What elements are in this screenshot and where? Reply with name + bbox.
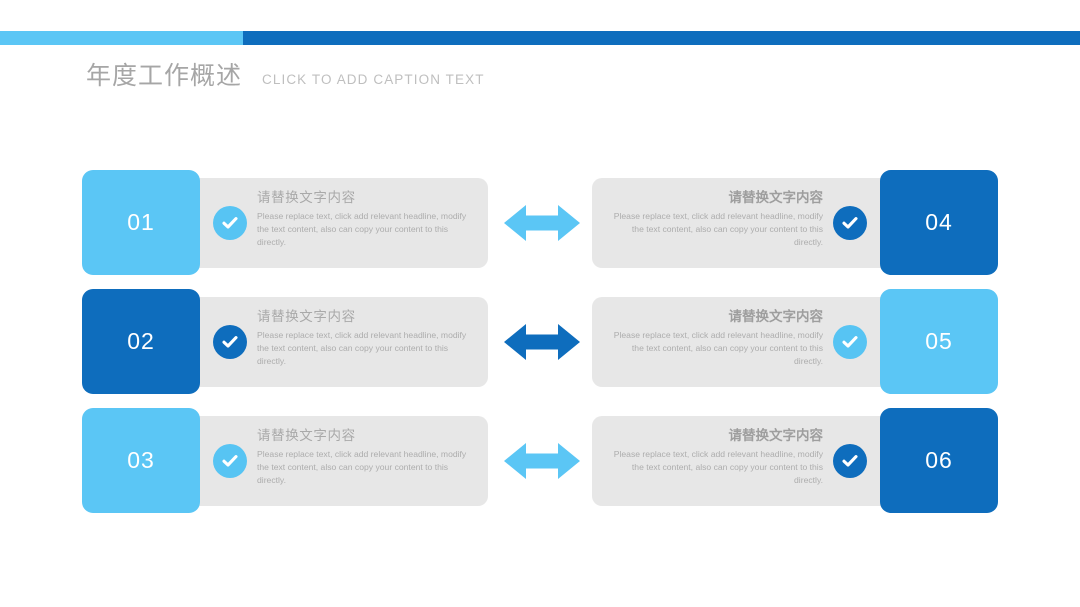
double-arrow-icon (504, 202, 580, 244)
row-item-right[interactable]: 05 请替换文字内容 Please replace text, click ad… (592, 289, 998, 394)
item-heading: 请替换文字内容 (728, 309, 824, 324)
row-item-right[interactable]: 06 请替换文字内容 Please replace text, click ad… (592, 408, 998, 513)
row-item-left[interactable]: 03 请替换文字内容 Please replace text, click ad… (82, 408, 488, 513)
item-heading: 请替换文字内容 (257, 190, 356, 205)
row-item-right[interactable]: 04 请替换文字内容 Please replace text, click ad… (592, 170, 998, 275)
double-arrow-icon (504, 321, 580, 363)
content-row: 02 请替换文字内容 Please replace text, click ad… (0, 289, 1080, 394)
page-caption: CLICK TO ADD CAPTION TEXT (262, 72, 485, 87)
double-arrow-icon (504, 440, 580, 482)
number-tile-label: 01 (127, 209, 155, 235)
text-block: 请替换文字内容 Please replace text, click add r… (257, 309, 469, 368)
item-body: Please replace text, click add relevant … (257, 329, 467, 366)
check-circle-icon (833, 206, 867, 240)
number-tile-label: 03 (127, 447, 155, 473)
page-title: 年度工作概述 (86, 62, 243, 90)
row-item-left[interactable]: 02 请替换文字内容 Please replace text, click ad… (82, 289, 488, 394)
item-heading: 请替换文字内容 (257, 428, 356, 443)
number-tile-label: 05 (925, 328, 953, 354)
check-circle-icon (213, 325, 247, 359)
text-block: 请替换文字内容 Please replace text, click add r… (611, 428, 823, 487)
number-tile-label: 04 (925, 209, 953, 235)
text-block: 请替换文字内容 Please replace text, click add r… (257, 190, 469, 249)
content-rows: 01 请替换文字内容 Please replace text, click ad… (0, 170, 1080, 527)
item-heading: 请替换文字内容 (728, 428, 824, 443)
content-row: 03 请替换文字内容 Please replace text, click ad… (0, 408, 1080, 513)
item-body: Please replace text, click add relevant … (613, 448, 823, 485)
slide-header: 年度工作概述 CLICK TO ADD CAPTION TEXT (86, 56, 485, 92)
check-circle-icon (833, 325, 867, 359)
check-circle-icon (213, 206, 247, 240)
check-circle-icon (833, 444, 867, 478)
number-tile[interactable]: 05 (880, 289, 998, 394)
top-accent-bar (0, 31, 1080, 45)
item-heading: 请替换文字内容 (257, 309, 356, 324)
number-tile[interactable]: 01 (82, 170, 200, 275)
number-tile-label: 02 (127, 328, 155, 354)
number-tile[interactable]: 06 (880, 408, 998, 513)
item-body: Please replace text, click add relevant … (613, 329, 823, 366)
content-row: 01 请替换文字内容 Please replace text, click ad… (0, 170, 1080, 275)
item-heading: 请替换文字内容 (728, 190, 824, 205)
item-body: Please replace text, click add relevant … (613, 210, 823, 247)
item-body: Please replace text, click add relevant … (257, 210, 467, 247)
check-circle-icon (213, 444, 247, 478)
number-tile-label: 06 (925, 447, 953, 473)
item-body: Please replace text, click add relevant … (257, 448, 467, 485)
number-tile[interactable]: 04 (880, 170, 998, 275)
number-tile[interactable]: 03 (82, 408, 200, 513)
text-block: 请替换文字内容 Please replace text, click add r… (611, 190, 823, 249)
top-accent-bar-dark-segment (243, 31, 1080, 45)
number-tile[interactable]: 02 (82, 289, 200, 394)
text-block: 请替换文字内容 Please replace text, click add r… (611, 309, 823, 368)
row-item-left[interactable]: 01 请替换文字内容 Please replace text, click ad… (82, 170, 488, 275)
top-accent-bar-light-segment (0, 31, 243, 45)
text-block: 请替换文字内容 Please replace text, click add r… (257, 428, 469, 487)
